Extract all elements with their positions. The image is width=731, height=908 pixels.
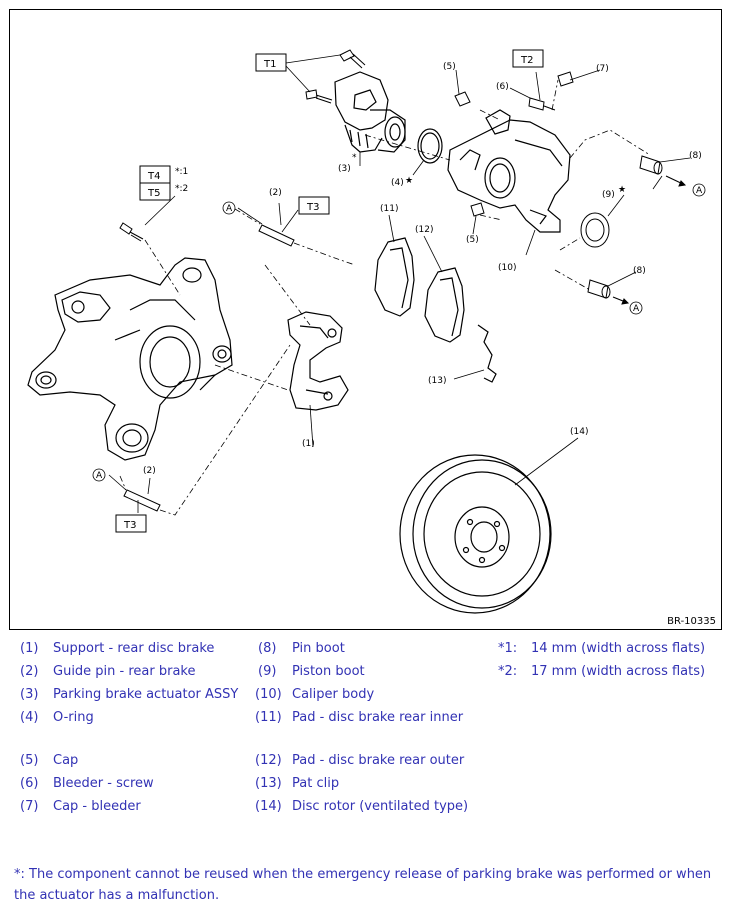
legend-number: (12) <box>255 753 282 768</box>
legend-text: Disc rotor (ventilated type) <box>292 799 469 814</box>
callout-10: (10) <box>498 263 516 273</box>
ref-mark-a: A <box>92 468 106 482</box>
legend-text: 14 mm (width across flats) <box>531 641 706 656</box>
bolt-drawing <box>119 222 144 242</box>
legend-text: Bleeder - screw <box>53 776 154 791</box>
parts-legend: (1) Support - rear disc brake (2) Guide … <box>0 636 731 836</box>
ref-mark-a: A <box>692 183 706 197</box>
legend-number: (1) <box>20 641 39 656</box>
legend-number: *2: <box>498 664 518 679</box>
guide-pin-drawing <box>123 224 295 512</box>
legend-number: (3) <box>20 687 39 702</box>
svg-text:T5: T5 <box>147 188 160 199</box>
torque-box-t1: T1 <box>255 53 287 72</box>
svg-text:A: A <box>226 204 233 214</box>
callout-2: (2) <box>143 466 156 476</box>
diagram-drawing: ★ ★ * <box>27 49 706 614</box>
legend-text: Pad - disc brake rear inner <box>292 710 464 725</box>
figure-code: BR-10335 <box>667 616 716 627</box>
legend-number: (7) <box>20 799 39 814</box>
o-ring-drawing <box>417 128 443 164</box>
svg-text:T3: T3 <box>306 202 319 213</box>
svg-text:A: A <box>633 304 640 314</box>
torque-box-t2: T2 <box>512 49 544 68</box>
callout-6: (6) <box>496 82 509 92</box>
legend-text: Piston boot <box>292 664 365 679</box>
legend-text: Guide pin - rear brake <box>53 664 196 679</box>
callout-3: (3) <box>338 164 351 174</box>
legend-number: (4) <box>20 710 39 725</box>
legend-text: 17 mm (width across flats) <box>531 664 706 679</box>
callout-5: (5) <box>466 235 479 245</box>
torque-box-t3: T3 <box>298 196 330 215</box>
legend-text: Cap <box>53 753 79 768</box>
legend-text: Caliper body <box>292 687 375 702</box>
actuator-drawing <box>334 71 406 153</box>
assembly-lines <box>119 79 651 516</box>
callout-1: (1) <box>302 439 315 449</box>
asterisk-mark: * <box>352 153 357 163</box>
legend-number: (6) <box>20 776 39 791</box>
star-mark: ★ <box>405 176 413 186</box>
size-mark: *:2 <box>175 184 188 194</box>
star-mark: ★ <box>618 185 626 195</box>
footnote: *: The component cannot be reused when t… <box>14 867 712 903</box>
callout-12: (12) <box>415 225 433 235</box>
support-drawing <box>287 311 349 411</box>
torque-box-t4: T4 <box>139 165 171 184</box>
callout-2: (2) <box>269 188 282 198</box>
legend-number: (5) <box>20 753 39 768</box>
svg-text:T4: T4 <box>147 171 160 182</box>
callout-7: (7) <box>596 64 609 74</box>
svg-text:T3: T3 <box>123 520 136 531</box>
callout-14: (14) <box>570 427 588 437</box>
torque-box-t5: T5 <box>139 182 171 201</box>
torque-box-t3: T3 <box>115 514 147 533</box>
svg-text:A: A <box>696 186 703 196</box>
exploded-view-diagram: ★ ★ * <box>9 9 722 630</box>
knuckle-drawing <box>27 257 233 461</box>
callout-5: (5) <box>443 62 456 72</box>
svg-text:A: A <box>96 471 103 481</box>
legend-number: (14) <box>255 799 282 814</box>
callout-4: (4) <box>391 178 404 188</box>
legend-text: Support - rear disc brake <box>53 641 215 656</box>
callout-8: (8) <box>633 266 646 276</box>
legend-text: Cap - bleeder <box>53 799 141 814</box>
legend-number: (13) <box>255 776 282 791</box>
leader-lines <box>108 54 691 513</box>
caliper-drawing <box>447 109 571 233</box>
callout-13: (13) <box>428 376 446 386</box>
legend-number: (8) <box>258 641 277 656</box>
small-parts-drawing <box>454 71 663 299</box>
legend-number: (11) <box>255 710 282 725</box>
actuator-bolt-drawing <box>305 49 366 104</box>
callout-9: (9) <box>602 190 615 200</box>
legend-text: Pad - disc brake rear outer <box>292 753 465 768</box>
legend-number: (10) <box>255 687 282 702</box>
ref-arrows <box>612 175 687 305</box>
pads-drawing <box>374 237 497 383</box>
ref-mark-a: A <box>222 201 236 215</box>
legend-text: Parking brake actuator ASSY <box>53 687 239 702</box>
legend-number: (2) <box>20 664 39 679</box>
size-mark: *:1 <box>175 167 188 177</box>
svg-text:T1: T1 <box>263 59 276 70</box>
svg-text:T2: T2 <box>520 55 533 66</box>
legend-number: *1: <box>498 641 518 656</box>
disc-rotor-drawing <box>399 454 552 614</box>
callout-11: (11) <box>380 204 398 214</box>
callout-8: (8) <box>689 151 702 161</box>
legend-text: Pin boot <box>292 641 345 656</box>
legend-number: (9) <box>258 664 277 679</box>
ref-mark-a: A <box>629 301 643 315</box>
legend-text: Pat clip <box>292 776 340 791</box>
legend-text: O-ring <box>53 710 94 725</box>
